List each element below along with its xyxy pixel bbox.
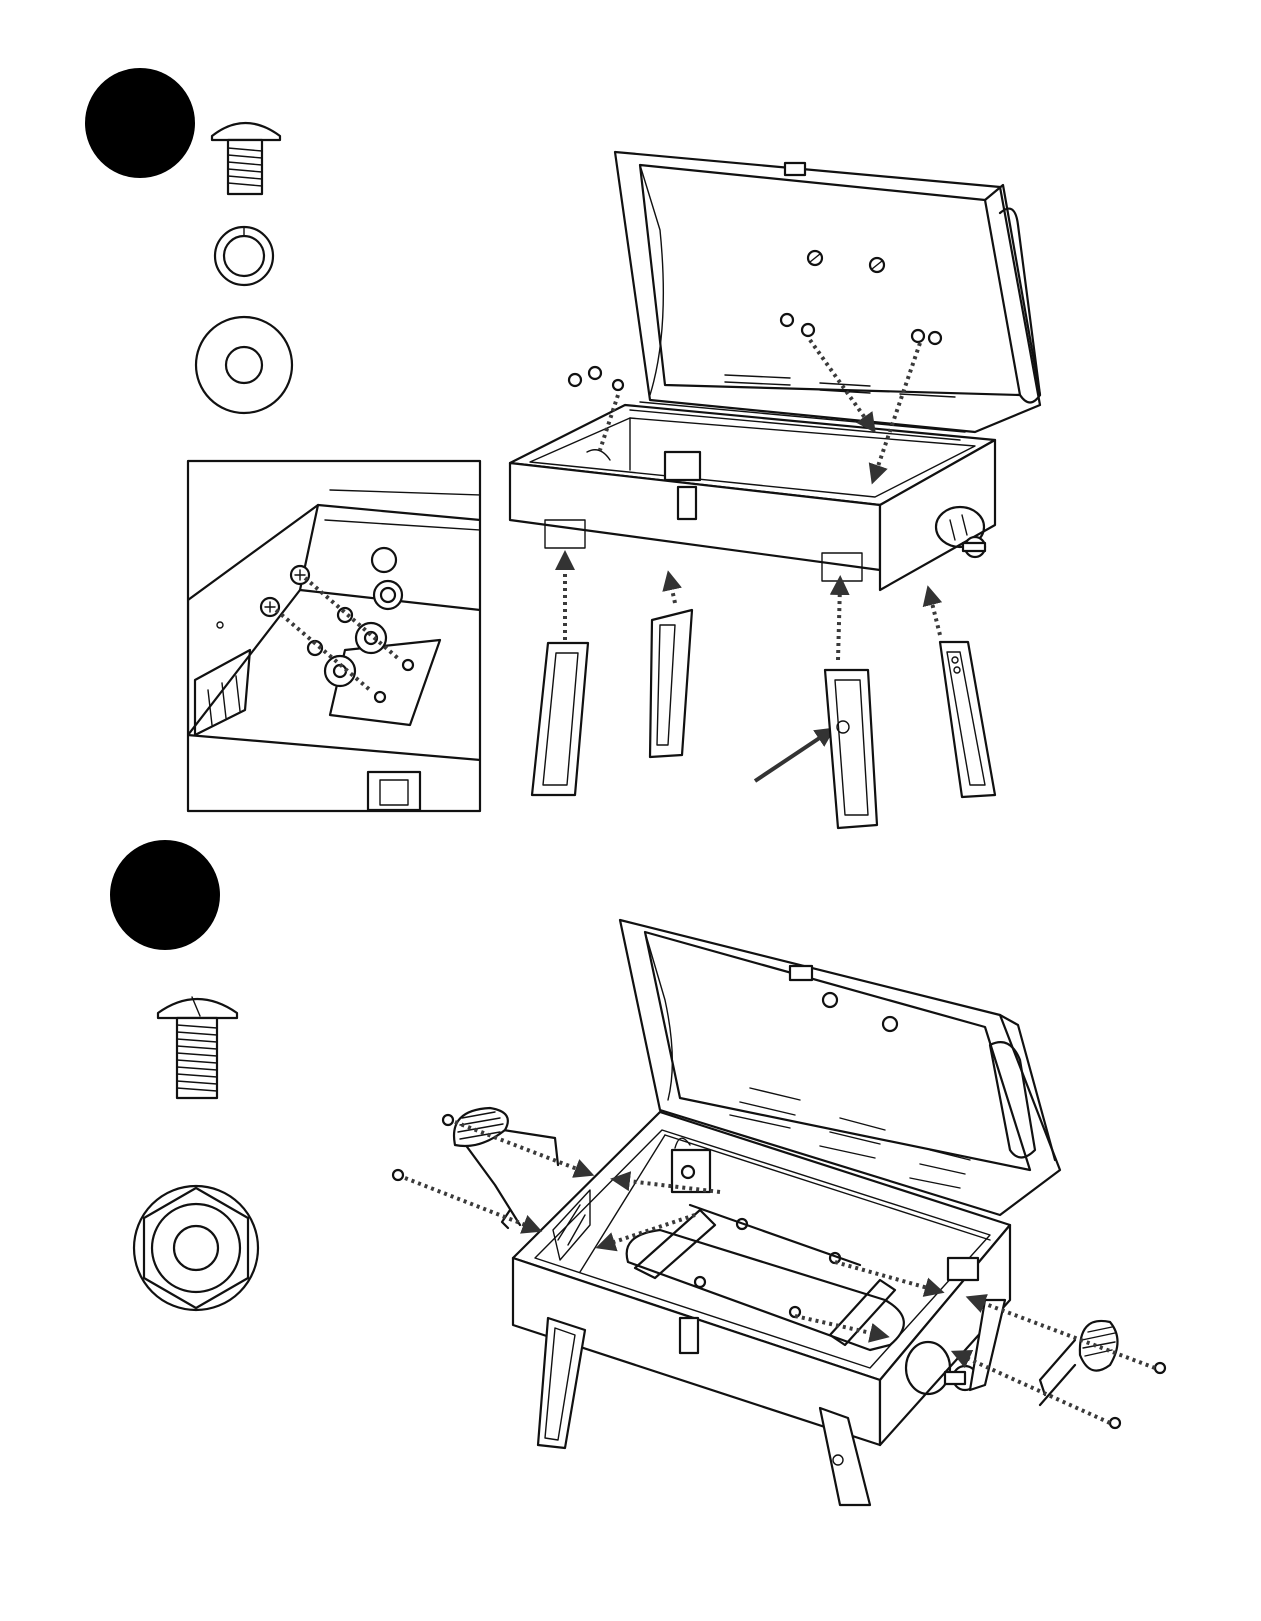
lock-washer-icon <box>215 227 273 285</box>
hex-nut-icon <box>134 1186 258 1310</box>
grill-handle <box>1040 1321 1118 1405</box>
step-circle <box>85 68 195 178</box>
grill-firebox <box>510 402 995 590</box>
grill-legs <box>532 610 995 828</box>
screw-icon <box>569 367 623 390</box>
grill-lid-open <box>615 152 1040 432</box>
flat-washer-icon <box>196 317 292 413</box>
carriage-bolt-icon <box>212 123 280 194</box>
carriage-bolt-icon <box>158 997 237 1098</box>
step-1 <box>85 68 1040 828</box>
step-circle <box>110 840 220 950</box>
step-2 <box>110 840 1165 1505</box>
inset-detail <box>188 461 480 811</box>
